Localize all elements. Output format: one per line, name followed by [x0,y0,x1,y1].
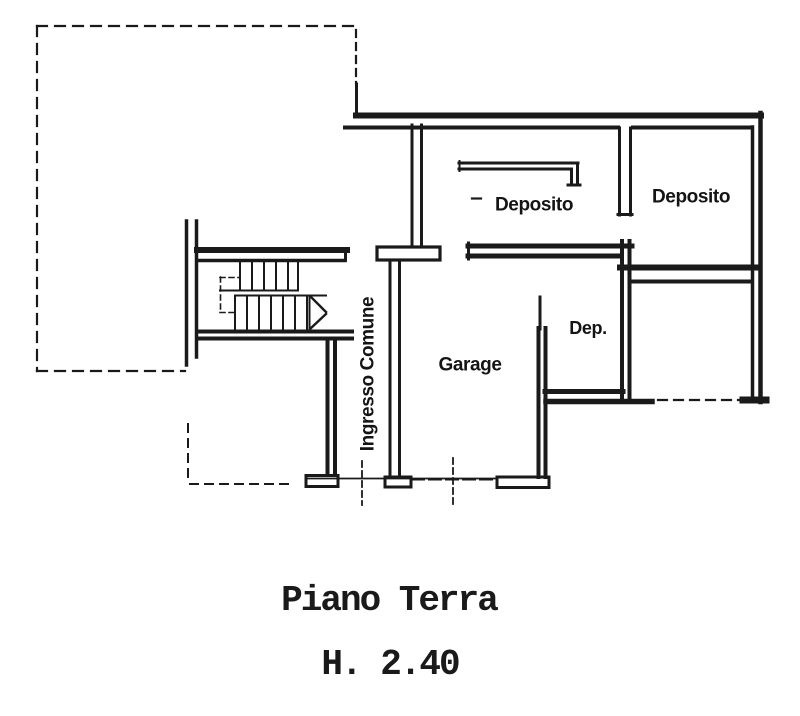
left-deposito-left-wall [410,123,423,249]
garage-bottom-wall [495,475,551,489]
staircase [184,219,354,367]
ingresso-right-wall-cap [383,475,413,489]
ingresso-top-wall-cap [375,245,442,262]
ingresso-left-wall [325,339,337,478]
room-label-garage: Garage [438,354,502,376]
deposito-shelf [457,160,582,187]
exterior-walls [343,82,770,405]
terrace-dashed-outline [35,24,358,373]
right-deposito-bottom-wall [617,264,760,284]
room-label-ingresso-comune: Ingresso Comune [357,296,379,452]
stair-treads-upper [219,261,299,292]
caption-floor-name: Piano Terra [281,580,499,621]
stair-direction-arrow [309,295,328,330]
property-dashed-lines [187,423,295,485]
stair-treads-lower [234,294,327,330]
caption-ceiling-height: H. 2.40 [321,644,460,685]
room-label-deposito-left: Deposito [494,194,574,216]
stair-landing-dashed [219,276,241,314]
deposito-divider-wall [616,126,634,217]
ingresso-right-wall [388,258,401,479]
garage-top-wall [465,241,635,261]
door-axis-marks [361,457,454,507]
room-label-dep: Dep. [569,318,607,338]
room-label-deposito-right: Deposito [651,186,731,208]
entry-left-wall-cap [304,474,340,488]
